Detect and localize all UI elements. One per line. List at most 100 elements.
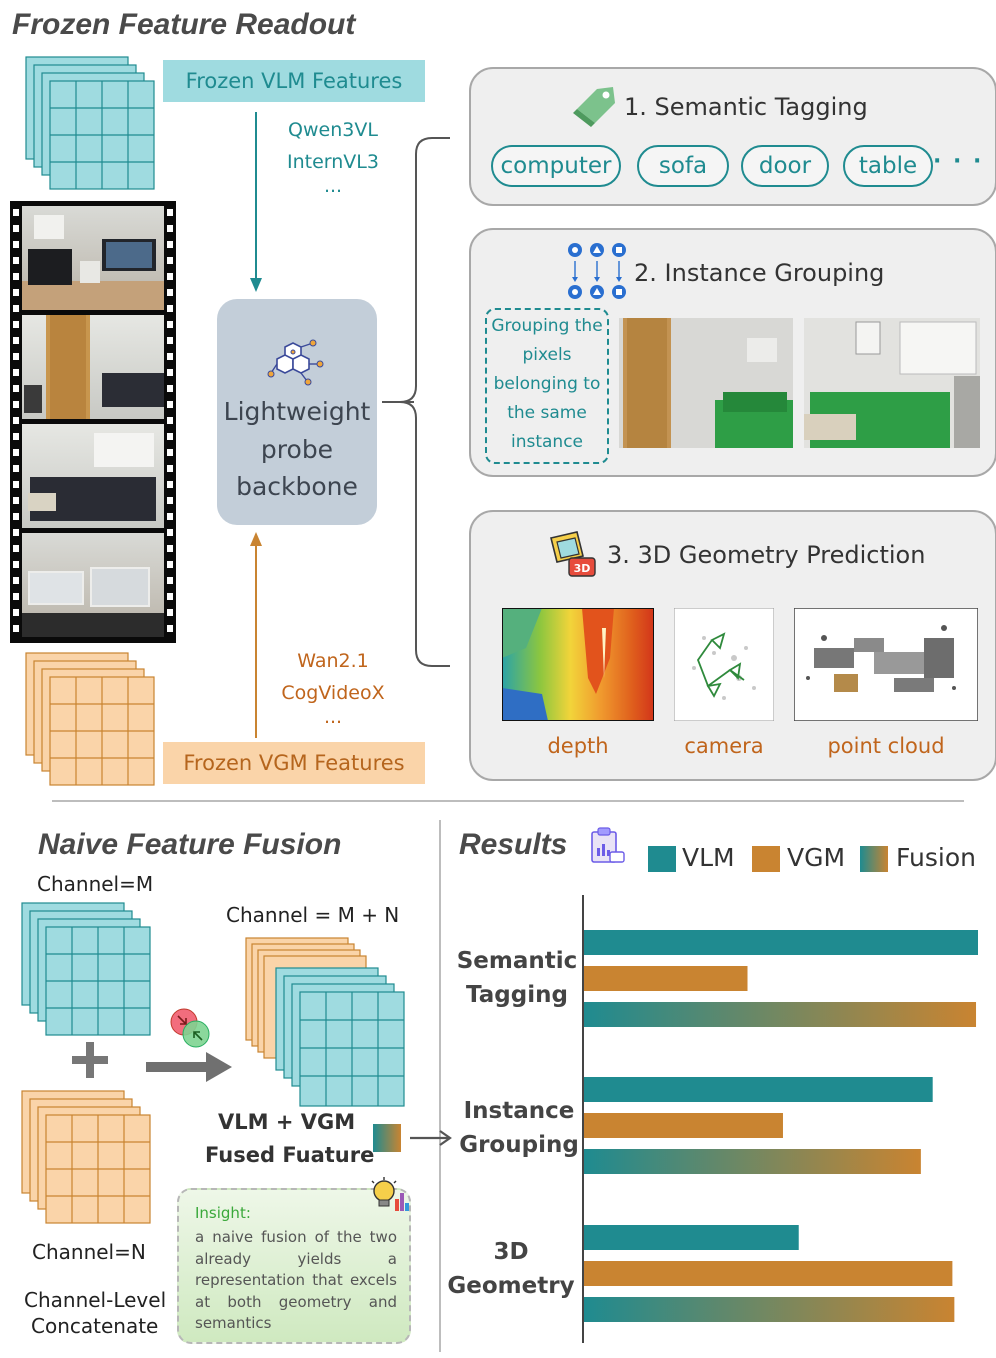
tag-door: door [741, 145, 829, 187]
plus-icon [72, 1042, 108, 1078]
bar-fusion-3d-geometry [584, 1297, 955, 1322]
backbone-line-1: Lightweight [223, 397, 371, 426]
geometry-prediction-panel: 3D 3. 3D Geometry Prediction [469, 510, 996, 781]
point-cloud-caption: point cloud [827, 734, 945, 758]
vgm-to-backbone-arrow [250, 532, 262, 738]
fusion-vlm-stack [21, 902, 151, 1036]
video-film-strip [10, 201, 176, 643]
camera-caption: camera [684, 734, 764, 758]
fusion-arrow [146, 1052, 232, 1082]
fusion-vgm-stack [21, 1090, 151, 1224]
bar-fusion-semantic-tagging [584, 1002, 977, 1027]
category-semantic-tagging: Semantic Tagging [452, 944, 582, 1012]
bar-vlm-instance-grouping [584, 1077, 933, 1102]
grouping-icon [568, 243, 626, 299]
category-instance-grouping: Instance Grouping [454, 1094, 584, 1162]
vlm-to-backbone-arrow [250, 112, 262, 292]
grouping-note-line-2: pixels [522, 345, 572, 365]
semantic-tagging-panel: 1. Semantic Tagging computer sofa door t… [469, 67, 996, 206]
backbone-line-3: backbone [236, 472, 358, 501]
fused-label-line-2: Fused Fuature [205, 1143, 375, 1167]
tag-ellipsis: · · · [933, 149, 984, 174]
fused-feature-stack [245, 937, 405, 1107]
legend-fusion-label: Fusion [896, 843, 976, 872]
vgm-model-3: ... [323, 706, 343, 728]
concat-line-2: Concatenate [31, 1314, 159, 1338]
grouping-note-line-3: belonging to [493, 374, 601, 394]
grouping-example-image-1 [619, 318, 793, 448]
fused-label-line-1: VLM + VGM [218, 1110, 356, 1134]
instance-grouping-title: 2. Instance Grouping [634, 259, 885, 287]
grouping-note-line-4: the same [507, 403, 587, 423]
category-semantic-line-1: Semantic [456, 948, 578, 974]
section-divider [52, 800, 964, 802]
vlm-model-1: Qwen3VL [288, 119, 378, 141]
molecule-network-icon [267, 339, 324, 386]
vlm-model-3: ... [323, 175, 343, 197]
naive-feature-fusion-title: Naive Feature Fusion [38, 828, 342, 861]
geometry-prediction-title: 3. 3D Geometry Prediction [607, 541, 926, 569]
bar-vgm-3d-geometry [584, 1261, 953, 1286]
concat-line-1: Channel-Level [24, 1288, 167, 1312]
legend-vlm-label: VLM [682, 843, 735, 872]
legend-vlm-swatch [648, 846, 676, 872]
camera-pose-image [674, 608, 774, 721]
insight-body: a naive fusion of the two already yields… [195, 1228, 397, 1332]
tag-computer: computer [491, 145, 621, 187]
legend-vgm-swatch [752, 846, 780, 872]
vlm-feature-stack [25, 56, 155, 190]
point-cloud-image [794, 608, 978, 721]
category-instance-line-2: Grouping [459, 1132, 579, 1158]
vlm-model-2: InternVL3 [287, 151, 379, 173]
depth-map-image [502, 608, 654, 721]
3d-cube-icon: 3D [550, 531, 596, 577]
vgm-model-1: Wan2.1 [297, 650, 369, 672]
bar-vgm-instance-grouping [584, 1113, 783, 1138]
fused-gradient-swatch [373, 1124, 401, 1152]
frozen-feature-readout-title: Frozen Feature Readout [12, 8, 356, 41]
frozen-vgm-features-label: Frozen VGM Features [163, 742, 425, 784]
vgm-feature-stack [25, 652, 155, 786]
merge-icon [170, 1008, 210, 1048]
legend-fusion-swatch [860, 846, 888, 872]
semantic-tagging-title: 1. Semantic Tagging [624, 93, 868, 121]
category-geometry-line-2: Geometry [447, 1273, 575, 1299]
channel-sum-label: Channel = M + N [226, 903, 400, 927]
fusion-to-results-arrow [410, 1130, 452, 1146]
vlm-model-list: Qwen3VL InternVL3 ... [263, 114, 403, 197]
task-brace [382, 137, 450, 667]
backbone-line-2: probe [260, 435, 334, 464]
bar-vgm-semantic-tagging [584, 966, 748, 991]
grouping-note-line-5: instance [510, 432, 584, 452]
grouping-note-line-1: Grouping the [491, 316, 603, 336]
channel-n-label: Channel=N [32, 1240, 146, 1264]
insight-lightbulb-icon [371, 1177, 409, 1211]
frozen-vlm-features-label: Frozen VLM Features [163, 60, 425, 102]
results-bar-chart [582, 895, 978, 1343]
grouping-note-box [485, 308, 609, 464]
grouping-note-text: Grouping the pixels belonging to the sam… [487, 312, 607, 457]
insight-box: Insight: a naive fusion of the two alrea… [177, 1188, 411, 1344]
clipboard-chart-icon [591, 827, 625, 863]
vgm-model-list: Wan2.1 CogVideoX ... [263, 645, 403, 728]
vgm-model-2: CogVideoX [281, 682, 385, 704]
bottom-vertical-divider [439, 820, 441, 1352]
insight-title: Insight: [195, 1204, 251, 1222]
lightweight-probe-backbone: Lightweight probe backbone [217, 299, 377, 525]
legend-vgm-label: VGM [787, 843, 846, 872]
bar-vlm-semantic-tagging [584, 930, 978, 955]
tag-icon [573, 87, 615, 127]
depth-caption: depth [547, 734, 609, 758]
tag-sofa: sofa [637, 145, 729, 187]
3d-badge-text: 3D [574, 562, 591, 575]
category-3d-geometry: 3D Geometry [446, 1235, 576, 1303]
grouping-example-image-2 [804, 318, 980, 448]
instance-grouping-panel: 2. Instance Grouping Grouping the pixels… [469, 228, 996, 477]
category-geometry-line-1: 3D [493, 1239, 529, 1265]
channel-m-label: Channel=M [37, 872, 154, 896]
results-title: Results [459, 828, 568, 861]
category-semantic-line-2: Tagging [466, 982, 568, 1008]
category-instance-line-1: Instance [463, 1098, 575, 1124]
tag-table: table [843, 145, 933, 187]
bar-vlm-3d-geometry [584, 1225, 799, 1250]
